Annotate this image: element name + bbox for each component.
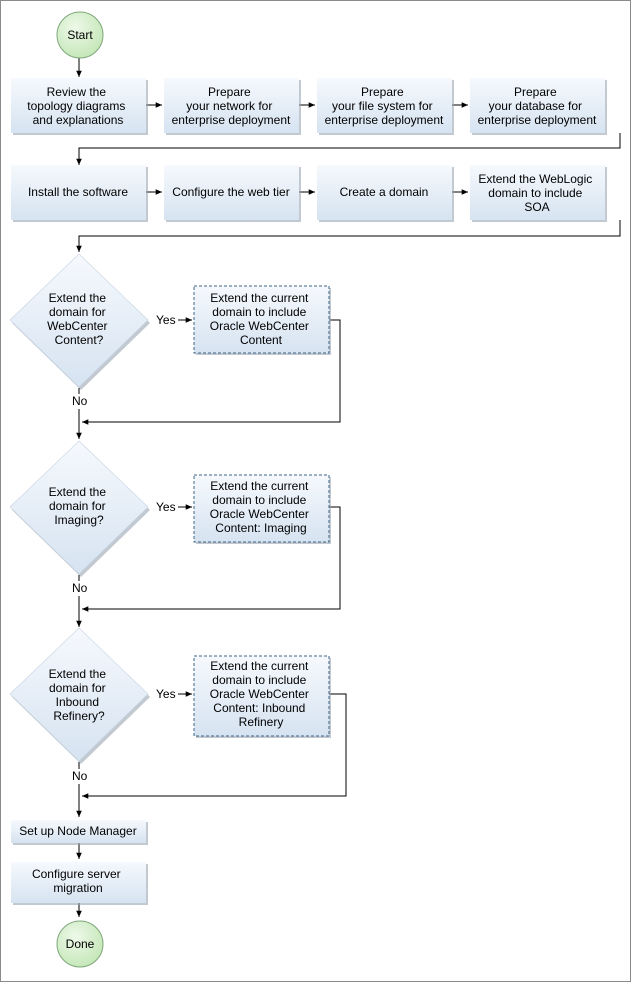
step-server-migration-line-2: migration [53,881,102,895]
decision-1-line-4: Content? [55,333,104,347]
connectors [76,58,621,917]
decision-2-yes-label: Yes [156,500,176,514]
decision-3-line-2: domain for [49,681,106,695]
action-imaging: Extend the current domain to include Ora… [193,474,331,544]
svg-text:Prepare your database fo: Prepare your database for enterprise dep… [478,85,597,127]
action-2-line-4: Content: Imaging [215,521,306,535]
done-terminal: Done [56,920,104,968]
svg-text:Configure server migrati: Configure server migration [32,867,124,895]
step-server-migration: Configure server migration [11,862,148,905]
decision-inbound-refinery: Extend the domain for Inbound Refinery? [9,627,150,764]
decision-2-no-label: No [72,581,88,595]
action-2-line-2: domain to include [212,493,306,507]
step-server-migration-line-1: Configure server [32,867,121,881]
action-3-line-4: Content: Inbound [213,701,305,715]
action-3-line-2: domain to include [212,673,306,687]
action-webcenter-content: Extend the current domain to include Ora… [193,285,331,355]
decision-webcenter-content: Extend the domain for WebCenter Content? [9,253,150,390]
step-network: Prepare your network for enterprise depl… [164,78,301,135]
step-soa-line-2: domain to include [488,186,582,200]
step-review-line-3: and explanations [33,113,124,127]
step-install: Install the software [11,165,148,222]
step-webtier-label: Configure the web tier [172,185,289,199]
step-filesystem-line-2: your file system for [332,99,433,113]
svg-text:Extend the domain for: Extend the domain for Imaging? [49,485,110,527]
decision-2-line-1: Extend the [49,485,107,499]
step-network-line-3: enterprise deployment [172,113,291,127]
svg-text:Extend the domain for: Extend the domain for Inbound Refinery? [49,667,110,723]
step-network-line-2: your network for [186,99,272,113]
decision-3-line-3: Inbound [56,695,99,709]
step-soa-line-1: Extend the WebLogic [478,172,592,186]
step-soa: Extend the WebLogic domain to include SO… [470,165,607,222]
decision-3-line-4: Refinery? [53,709,105,723]
action-1-line-2: domain to include [212,305,306,319]
svg-text:Extend the WebLogic doma: Extend the WebLogic domain to include SO… [478,172,595,214]
action-2-line-1: Extend the current [210,479,309,493]
start-label: Start [67,28,93,42]
step-filesystem-line-3: enterprise deployment [325,113,444,127]
action-3-line-5: Refinery [239,715,284,729]
svg-text:Extend the current domai: Extend the current domain to include Ora… [210,479,313,535]
action-3-line-3: Oracle WebCenter [210,687,309,701]
step-database: Prepare your database for enterprise dep… [470,78,607,135]
step-node-manager: Set up Node Manager [11,820,148,845]
decision-2-line-2: domain for [49,499,106,513]
decision-3-yes-label: Yes [156,687,176,701]
decision-3-line-1: Extend the [49,667,107,681]
action-1-line-4: Content [240,333,283,347]
svg-text:Review the topology diag: Review the topology diagrams and explana… [27,85,128,127]
svg-text:Extend the current domai: Extend the current domain to include Ora… [210,659,313,729]
decision-3-no-label: No [72,769,88,783]
step-filesystem: Prepare your file system for enterprise … [317,78,454,135]
decision-imaging: Extend the domain for Imaging? [9,440,150,577]
step-filesystem-line-1: Prepare [361,85,404,99]
step-database-line-3: enterprise deployment [478,113,597,127]
step-review: Review the topology diagrams and explana… [11,78,148,135]
svg-text:Extend the domain for: Extend the domain for WebCenter Content? [47,291,111,347]
step-domain-label: Create a domain [340,185,429,199]
done-label: Done [66,937,95,951]
svg-text:Extend the current domai: Extend the current domain to include Ora… [210,291,313,347]
decision-2-line-3: Imaging? [54,513,104,527]
step-domain: Create a domain [317,165,454,222]
step-network-line-1: Prepare [208,85,251,99]
decision-1-line-2: domain for [49,305,106,319]
step-install-label: Install the software [28,185,128,199]
decision-1-line-3: WebCenter [47,319,107,333]
action-inbound-refinery: Extend the current domain to include Ora… [193,655,331,738]
decision-1-yes-label: Yes [156,313,176,327]
action-2-line-3: Oracle WebCenter [210,507,309,521]
decision-1-no-label: No [72,394,88,408]
step-node-manager-label: Set up Node Manager [19,824,136,838]
step-review-line-2: topology diagrams [27,99,125,113]
svg-text:Prepare your network for: Prepare your network for enterprise depl… [172,85,291,127]
start-terminal: Start [56,11,104,59]
step-database-line-1: Prepare [514,85,557,99]
svg-text:Prepare your file system: Prepare your file system for enterprise … [325,85,444,127]
action-3-line-1: Extend the current [210,659,309,673]
decision-1-line-1: Extend the [49,291,107,305]
step-database-line-2: your database for [489,99,582,113]
step-review-line-1: Review the [47,85,107,99]
action-1-line-1: Extend the current [210,291,309,305]
action-1-line-3: Oracle WebCenter [210,319,309,333]
step-webtier: Configure the web tier [164,165,301,222]
step-soa-line-3: SOA [524,200,549,214]
